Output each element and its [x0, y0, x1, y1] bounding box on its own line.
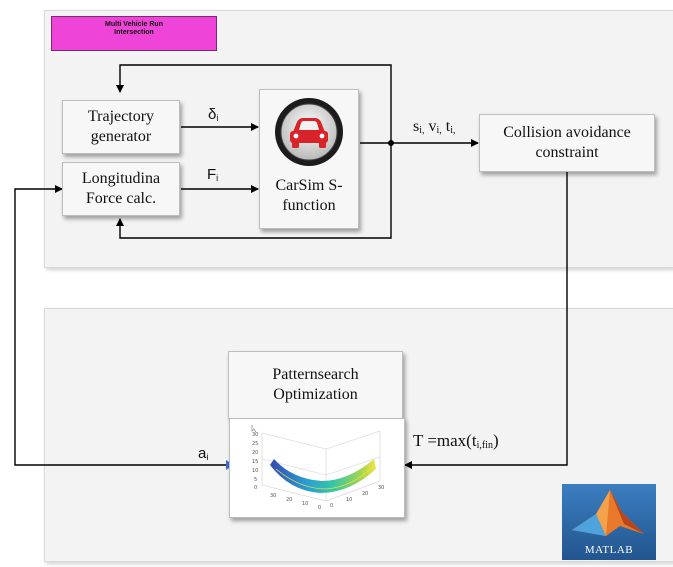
tmax-sub: i,fin	[476, 440, 493, 451]
junction-dot	[388, 140, 394, 146]
car-icon	[275, 98, 343, 166]
plot-ytick-6: 0	[254, 485, 257, 491]
svt-s: s	[413, 118, 420, 135]
delta-label: δi	[208, 106, 218, 123]
plot-ztick-3: 30	[378, 485, 384, 491]
collision-line1: Collision avoidance	[503, 124, 631, 141]
svt-t: t	[441, 118, 451, 135]
carsim-line2: function	[282, 197, 336, 214]
feedback-longitudinal-arrow	[116, 143, 392, 239]
force-sub: i	[216, 173, 219, 183]
plot-ytick-1: 25	[252, 441, 258, 447]
force-symbol: F	[207, 166, 217, 183]
patternsearch-line1: Patternsearch	[272, 366, 359, 383]
trajectory-line2: generator	[90, 128, 152, 145]
collision-line2: constraint	[535, 144, 599, 161]
plot-ztick-0: 0	[330, 503, 333, 509]
plot-ztick-2: 20	[362, 491, 368, 497]
carsim-sfunction-block[interactable]: CarSim S- function	[259, 89, 359, 229]
scenario-tag-line1: Multi Vehicle Run	[105, 21, 163, 28]
svt-s-sub: i,	[419, 125, 425, 136]
trajectory-generator-block[interactable]: Trajectory generator	[62, 100, 180, 154]
svt-label: si, vi, ti,	[413, 118, 456, 136]
surface-plot: 30 25 20 15 10 5 0 30 20 10 0 0 10 20 30	[229, 418, 405, 518]
tmax-label: T =max(ti,fin)	[413, 431, 499, 451]
accel-label: ai	[198, 445, 208, 462]
scenario-tag: Multi Vehicle Run Intersection	[51, 16, 217, 51]
accel-arrow	[14, 185, 232, 466]
plot-ytick-0: 30	[252, 432, 258, 438]
svt-t-sub: i,	[450, 125, 456, 136]
delta-symbol: δ	[208, 106, 217, 123]
svt-v-sub: i,	[436, 125, 442, 136]
plot-xtick-1: 20	[286, 497, 292, 503]
plot-ytick-3: 15	[252, 459, 258, 465]
scenario-tag-line2: Intersection	[114, 29, 154, 36]
collision-avoidance-block[interactable]: Collision avoidance constraint	[479, 114, 655, 172]
plot-xtick-0: 30	[270, 493, 276, 499]
matlab-logo-text: MATLAB	[584, 544, 634, 556]
trajectory-line1: Trajectory	[87, 108, 155, 125]
tmax-prefix: T =max(t	[413, 431, 477, 450]
matlab-membrane-icon	[572, 490, 644, 536]
delta-sub: i	[216, 113, 219, 123]
patternsearch-block[interactable]: Patternsearch Optimization	[228, 351, 403, 419]
tmax-suffix: )	[492, 431, 499, 450]
cursor-icon	[251, 425, 257, 433]
longitudinal-line1: Longitudina	[81, 170, 161, 187]
plot-ytick-5: 5	[254, 477, 257, 483]
tmax-arrow	[404, 172, 568, 469]
surface-plot-graphic: 30 25 20 15 10 5 0 30 20 10 0 0 10 20 30	[251, 425, 384, 511]
feedback-trajectory-arrow	[116, 64, 392, 143]
patternsearch-line2: Optimization	[273, 386, 358, 403]
carsim-line1: CarSim S-	[275, 177, 343, 194]
accel-symbol: a	[198, 445, 207, 462]
plot-xtick-2: 10	[302, 501, 308, 507]
matlab-logo: MATLAB	[562, 484, 656, 560]
svt-v: v	[424, 118, 437, 135]
plot-ytick-4: 10	[252, 468, 258, 474]
force-label: Fi	[207, 166, 218, 183]
longitudinal-line2: Force calc.	[85, 190, 157, 207]
plot-xtick-3: 0	[318, 505, 321, 511]
plot-ztick-1: 10	[346, 497, 352, 503]
longitudinal-force-block[interactable]: Longitudina Force calc.	[62, 162, 180, 216]
accel-sub: i	[206, 452, 209, 462]
plot-ytick-2: 20	[252, 450, 258, 456]
